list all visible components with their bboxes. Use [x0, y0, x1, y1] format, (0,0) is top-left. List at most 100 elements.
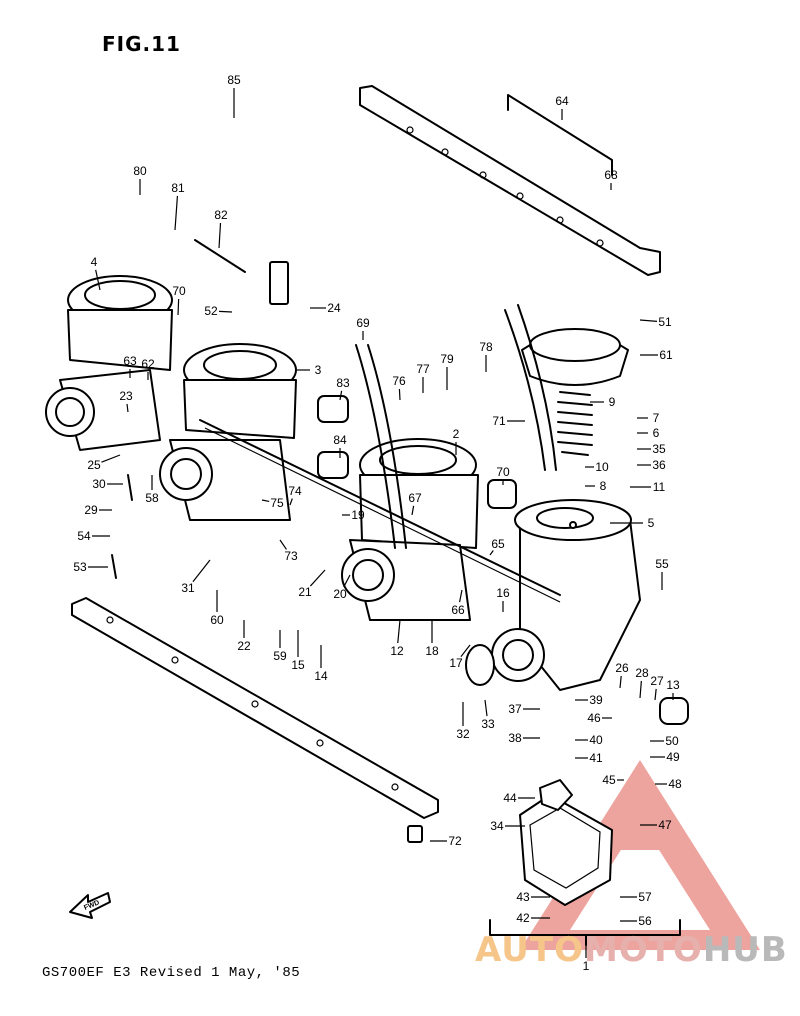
callout-30: 30 — [92, 477, 106, 491]
leader-line-76 — [398, 388, 401, 401]
screw-spring-53 — [111, 554, 117, 579]
callout-34: 34 — [490, 819, 504, 833]
callout-62: 62 — [141, 357, 155, 371]
stud-24 — [269, 261, 289, 305]
callout-45: 45 — [602, 773, 616, 787]
callout-48: 48 — [668, 777, 682, 791]
callout-55: 55 — [655, 557, 669, 571]
leader-line-33 — [484, 699, 488, 717]
callout-18: 18 — [425, 644, 439, 658]
spacer-70 — [487, 479, 517, 509]
watermark-part-auto: AUTO — [475, 930, 584, 970]
callout-74: 74 — [288, 484, 302, 498]
overflow-hose — [504, 309, 546, 471]
callout-70: 70 — [172, 284, 186, 298]
callout-1: 1 — [583, 959, 590, 973]
callout-84: 84 — [333, 433, 347, 447]
leader-line-74 — [289, 498, 293, 506]
callout-36: 36 — [652, 458, 666, 472]
leader-line-75 — [261, 499, 270, 503]
leader-line-81 — [174, 195, 179, 231]
callout-69: 69 — [356, 316, 370, 330]
callout-77: 77 — [416, 362, 430, 376]
lower-bracket — [71, 597, 439, 843]
watermark-text: AUTOMOTOHUB — [475, 930, 788, 970]
callout-44: 44 — [503, 791, 517, 805]
callout-14: 14 — [314, 669, 328, 683]
callout-57: 57 — [638, 890, 652, 904]
callout-54: 54 — [77, 529, 91, 543]
callout-31: 31 — [181, 581, 195, 595]
callout-17: 17 — [449, 656, 463, 670]
callout-38: 38 — [508, 731, 522, 745]
diaphragm-cover — [521, 328, 629, 386]
leader-line-73 — [279, 539, 287, 550]
callout-26: 26 — [615, 661, 629, 675]
callout-73: 73 — [284, 549, 298, 563]
callout-9: 9 — [609, 395, 616, 409]
callout-21: 21 — [298, 585, 312, 599]
callout-19: 19 — [351, 508, 365, 522]
carburetor-body-right — [491, 499, 641, 691]
leader-line-26 — [619, 675, 622, 689]
callout-11: 11 — [653, 480, 666, 494]
callout-79: 79 — [440, 352, 454, 366]
float-bowl — [519, 779, 613, 906]
leader-line-28 — [639, 680, 642, 699]
callout-80: 80 — [133, 164, 147, 178]
throttle-shaft — [199, 419, 561, 596]
callout-68: 68 — [604, 168, 618, 182]
callout-5: 5 — [648, 516, 655, 530]
leader-line-12 — [397, 619, 401, 644]
callout-4: 4 — [91, 255, 98, 269]
callout-33: 33 — [481, 717, 495, 731]
callout-65: 65 — [491, 537, 505, 551]
callout-56: 56 — [638, 914, 652, 928]
leader-line-82 — [218, 222, 222, 249]
callout-20: 20 — [333, 587, 347, 601]
leader-line-66 — [458, 589, 463, 603]
callout-70: 70 — [496, 465, 510, 479]
callout-41: 41 — [589, 751, 603, 765]
figure-footer: GS700EF E3 Revised 1 May, '85 — [42, 965, 301, 981]
callout-71: 71 — [492, 414, 506, 428]
callout-39: 39 — [589, 693, 603, 707]
callout-50: 50 — [665, 734, 679, 748]
carburetor-body-mid-right — [341, 438, 479, 621]
callout-53: 53 — [73, 560, 87, 574]
diaphragm-5 — [569, 521, 577, 529]
cap-13 — [659, 697, 689, 725]
callout-52: 52 — [204, 304, 218, 318]
leader-line-4 — [95, 269, 101, 291]
callout-76: 76 — [392, 374, 406, 388]
callout-12: 12 — [390, 644, 404, 658]
callout-81: 81 — [171, 181, 185, 195]
upper-bracket — [359, 85, 661, 276]
callout-46: 46 — [587, 711, 601, 725]
float-needle-33 — [465, 644, 495, 686]
callout-61: 61 — [659, 348, 673, 362]
callout-25: 25 — [87, 458, 101, 472]
callout-29: 29 — [84, 503, 98, 517]
leader-line-21 — [309, 569, 326, 587]
callout-23: 23 — [119, 389, 133, 403]
callout-22: 22 — [237, 639, 251, 653]
leader-line-83 — [339, 390, 343, 401]
callout-6: 6 — [653, 426, 660, 440]
callout-37: 37 — [508, 702, 522, 716]
callout-72: 72 — [448, 834, 462, 848]
callout-43: 43 — [516, 890, 530, 904]
leader-line-17 — [460, 644, 471, 658]
piston-spring — [557, 391, 593, 456]
idle-spring-82 — [194, 239, 246, 273]
callout-10: 10 — [595, 460, 609, 474]
leader-line-65 — [489, 550, 494, 556]
callout-82: 82 — [214, 208, 228, 222]
leader-line-23 — [126, 403, 129, 413]
leader-line-31 — [192, 559, 211, 583]
leader-line-27 — [654, 688, 657, 701]
callout-67: 67 — [408, 491, 422, 505]
callout-66: 66 — [451, 603, 465, 617]
